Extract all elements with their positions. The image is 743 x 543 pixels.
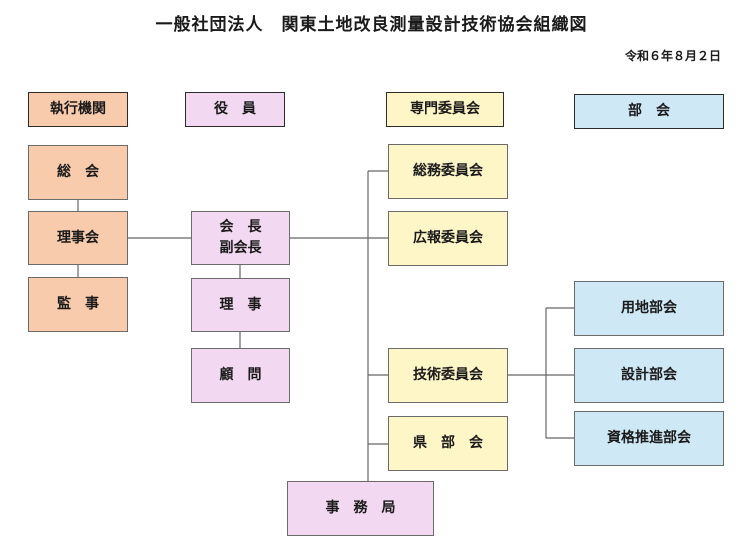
date-label: 令和６年８月２日 — [624, 49, 721, 63]
advisors-box: 顧 問 — [191, 348, 290, 403]
technical-committee-box: 技術委員会 — [388, 348, 508, 403]
general-affairs-committee-box: 総務委員会 — [388, 144, 508, 199]
prefectural-division-box: 県 部 会 — [388, 416, 508, 471]
header-officers: 役 員 — [185, 92, 285, 127]
directors-box: 理 事 — [191, 278, 290, 332]
board-box: 理事会 — [28, 211, 128, 265]
chairman-label: 会 長 — [219, 219, 262, 235]
general-meeting-box: 総 会 — [28, 145, 128, 200]
secretariat-box: 事 務 局 — [287, 481, 434, 536]
design-division-box: 設計部会 — [574, 348, 724, 403]
header-committees: 専門委員会 — [386, 92, 504, 127]
diagram-title: 一般社団法人 関東土地改良測量設計技術協会組織図 — [155, 15, 588, 35]
qualification-division-box: 資格推進部会 — [574, 411, 724, 466]
header-executive: 執行機関 — [28, 92, 128, 127]
vice-chairman-label: 副会長 — [219, 240, 262, 256]
land-division-box: 用地部会 — [574, 281, 724, 336]
header-divisions: 部 会 — [574, 94, 724, 129]
chairman-box: 会 長 副会長 — [191, 211, 290, 265]
public-relations-committee-box: 広報委員会 — [388, 211, 508, 266]
auditor-box: 監 事 — [28, 277, 128, 332]
